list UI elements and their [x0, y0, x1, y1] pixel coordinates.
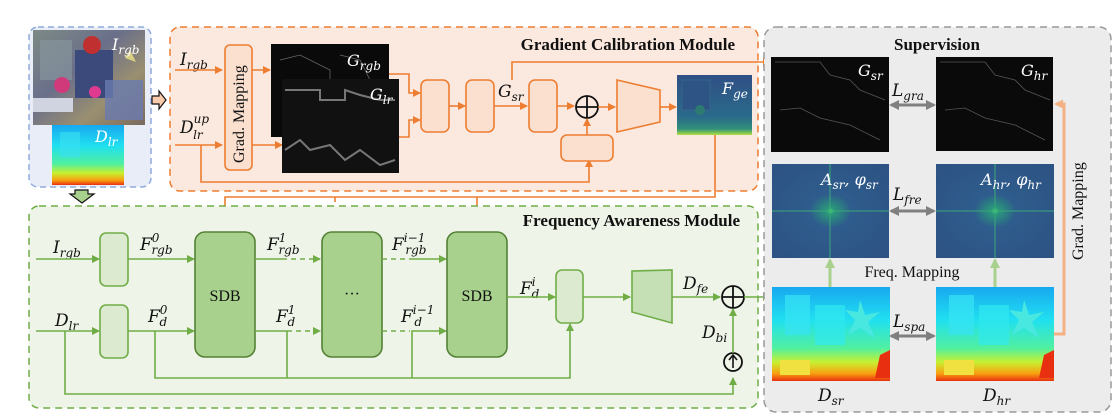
sdb-block-repeated [321, 231, 383, 358]
fam-depth-encoder [99, 304, 129, 359]
rgb-image [33, 30, 145, 125]
gcm-decoder [616, 78, 661, 134]
fam-title: Frequency Awareness Module [523, 211, 741, 230]
sdb-1-label: SDB [209, 288, 240, 305]
d-hr-image [936, 287, 1054, 381]
d-sr-image [772, 287, 890, 381]
rgb-image-label: Irgb [111, 35, 139, 57]
l-spa-label: Lspa [892, 312, 925, 334]
d-hr-label: Dhr [982, 386, 1011, 408]
f-ge-label: Fge [721, 79, 748, 101]
d-fe-label: Dfe [682, 274, 708, 296]
g-lr-label: Glr [370, 85, 394, 107]
gcm-input-rgb-label: Irgb [179, 50, 208, 72]
g-sr-sup-label: Gsr [858, 61, 884, 83]
g-hr-label: Ghr [1021, 61, 1049, 83]
freq-mapping-label: Freq. Mapping [864, 264, 959, 281]
fam-fusion-block [555, 269, 584, 324]
sdb-block-2 [446, 231, 508, 358]
g-sr-image [771, 57, 889, 152]
d-sr-label: Dsr [817, 386, 845, 408]
fam-rgb-encoder [99, 232, 129, 287]
freq-hr-image [936, 164, 1054, 258]
g-hr-image [936, 57, 1053, 151]
gcm-block-bottom [560, 134, 614, 162]
a-sr-label: Asr, φsr [819, 170, 879, 192]
ellipsis-label: ··· [344, 286, 360, 303]
d-bi-label: Dbi [701, 323, 727, 345]
fam-input-rgb-label: Irgb [52, 238, 81, 260]
gcm-block-1 [420, 79, 450, 133]
depth-lr-image [52, 125, 124, 185]
f-ge-image [677, 75, 752, 135]
a-hr-label: Ahr, φhr [979, 170, 1042, 192]
g-sr-label: Gsr [498, 82, 525, 104]
gcm-block-2 [465, 79, 495, 133]
block-arrow-down [68, 189, 96, 204]
supervision-title: Supervision [894, 35, 981, 54]
sdb-block-1 [194, 231, 256, 358]
grad-mapping-side-label: Grad. Mapping [1070, 162, 1087, 260]
l-gra-label: Lgra [891, 81, 924, 103]
g-rgb-label: Grgb [347, 51, 381, 73]
depth-lr-image-label: Dlr [94, 127, 119, 149]
l-fre-label: Lfre [892, 185, 922, 207]
grad-mapping-block [224, 44, 253, 171]
sdb-2-label: SDB [461, 288, 492, 305]
block-arrow-right [151, 89, 167, 111]
g-lr-image [282, 79, 399, 173]
gcm-title: Gradient Calibration Module [521, 35, 736, 54]
gcm-block-3 [528, 79, 558, 133]
fam-decoder [631, 269, 673, 325]
freq-sr-image [772, 164, 889, 258]
fam-input-depth-label: Dlr [54, 311, 79, 333]
grad-mapping-label: Grad. Mapping [231, 65, 248, 163]
